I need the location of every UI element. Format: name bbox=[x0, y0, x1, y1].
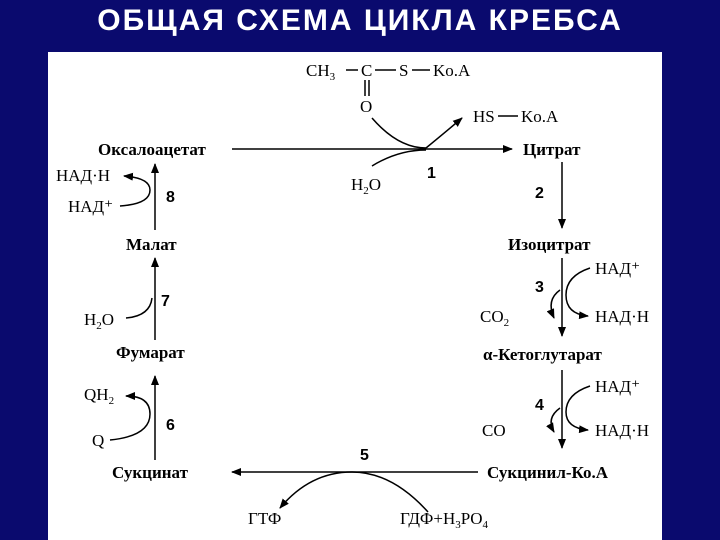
svg-text:CH3: CH3 bbox=[306, 61, 336, 83]
acetyl-coa: CH3 C S Ko.A O bbox=[306, 61, 471, 116]
water-curve-step7 bbox=[125, 297, 153, 319]
gdp-gtp-curve bbox=[279, 471, 429, 513]
acetyl-koa: Ko.A bbox=[433, 61, 471, 80]
gtp-label: ГТФ bbox=[248, 509, 281, 528]
co-curve-step4 bbox=[546, 407, 561, 433]
succinyl-coa-label: Сукцинил-Ко.А bbox=[487, 463, 609, 482]
q-curve-step6 bbox=[109, 392, 151, 441]
hs-coa-out-curve bbox=[425, 117, 463, 149]
co2-curve-step3 bbox=[546, 289, 561, 319]
malate-label: Малат bbox=[126, 235, 177, 254]
oxaloacetate-label: Оксалоацетат bbox=[98, 140, 206, 159]
step-6-number: 6 bbox=[166, 417, 175, 434]
ketoglutarate-label: α-Кетоглутарат bbox=[483, 345, 602, 364]
citrate-label: Цитрат bbox=[523, 140, 581, 159]
q-label: Q bbox=[92, 431, 104, 450]
step-1-number: 1 bbox=[427, 165, 436, 182]
step-4-number: 4 bbox=[535, 397, 544, 414]
h2o-step7: H2O bbox=[84, 310, 114, 332]
co-step4: CO bbox=[482, 421, 506, 440]
water-in-curve bbox=[371, 149, 427, 167]
acetyl-s: S bbox=[399, 61, 408, 80]
nad-curve-step3 bbox=[565, 267, 591, 320]
page-title: ОБЩАЯ СХЕМА ЦИКЛА КРЕБСА bbox=[97, 4, 623, 37]
nad-step3: НАД⁺ bbox=[595, 259, 640, 278]
svg-text:HS: HS bbox=[473, 107, 495, 126]
hs-coa: HS Ko.A bbox=[473, 107, 559, 126]
co2-step3: CO2 bbox=[480, 307, 509, 329]
step-3-number: 3 bbox=[535, 279, 544, 296]
nadh-step3: НАД·Н bbox=[595, 307, 649, 326]
step-8-number: 8 bbox=[166, 189, 175, 206]
diagram-panel bbox=[48, 52, 662, 540]
nadh-step8: НАД·Н bbox=[56, 166, 110, 185]
fumarate-label: Фумарат bbox=[116, 343, 185, 362]
nad-curve-step4 bbox=[565, 385, 591, 434]
acetyl-in-curve bbox=[371, 117, 427, 149]
qh2-label: QH2 bbox=[84, 385, 114, 407]
gdp-label: ГДФ+Н3PO4 bbox=[400, 509, 488, 531]
isocitrate-label: Изоцитрат bbox=[508, 235, 591, 254]
nadh-step4: НАД·Н bbox=[595, 421, 649, 440]
nad-curve-step8 bbox=[119, 172, 151, 207]
acetyl-o: O bbox=[360, 97, 372, 116]
step-5-number: 5 bbox=[360, 447, 369, 464]
svg-text:Ko.A: Ko.A bbox=[521, 107, 559, 126]
h2o-step1: H2O bbox=[351, 175, 381, 197]
step-2-number: 2 bbox=[535, 185, 544, 202]
step-7-number: 7 bbox=[161, 293, 170, 310]
nad-step4: НАД⁺ bbox=[595, 377, 640, 396]
succinate-label: Сукцинат bbox=[112, 463, 189, 482]
acetyl-c: C bbox=[361, 61, 372, 80]
nad-step8: НАД⁺ bbox=[68, 197, 113, 216]
